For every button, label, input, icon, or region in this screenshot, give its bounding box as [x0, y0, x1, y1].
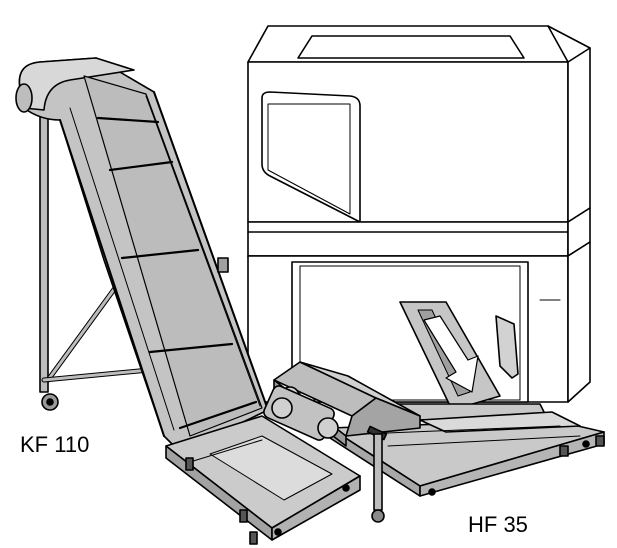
kf110-hopper	[165, 385, 361, 545]
hf35-housing	[247, 25, 591, 421]
housing-window	[261, 91, 361, 223]
label-kf110: KF 110	[20, 432, 89, 457]
label-hf35: HF 35	[468, 512, 528, 537]
flow-arrow-icon	[423, 315, 479, 393]
kf110-conveyor	[15, 57, 269, 453]
belt-cleats	[96, 116, 258, 430]
